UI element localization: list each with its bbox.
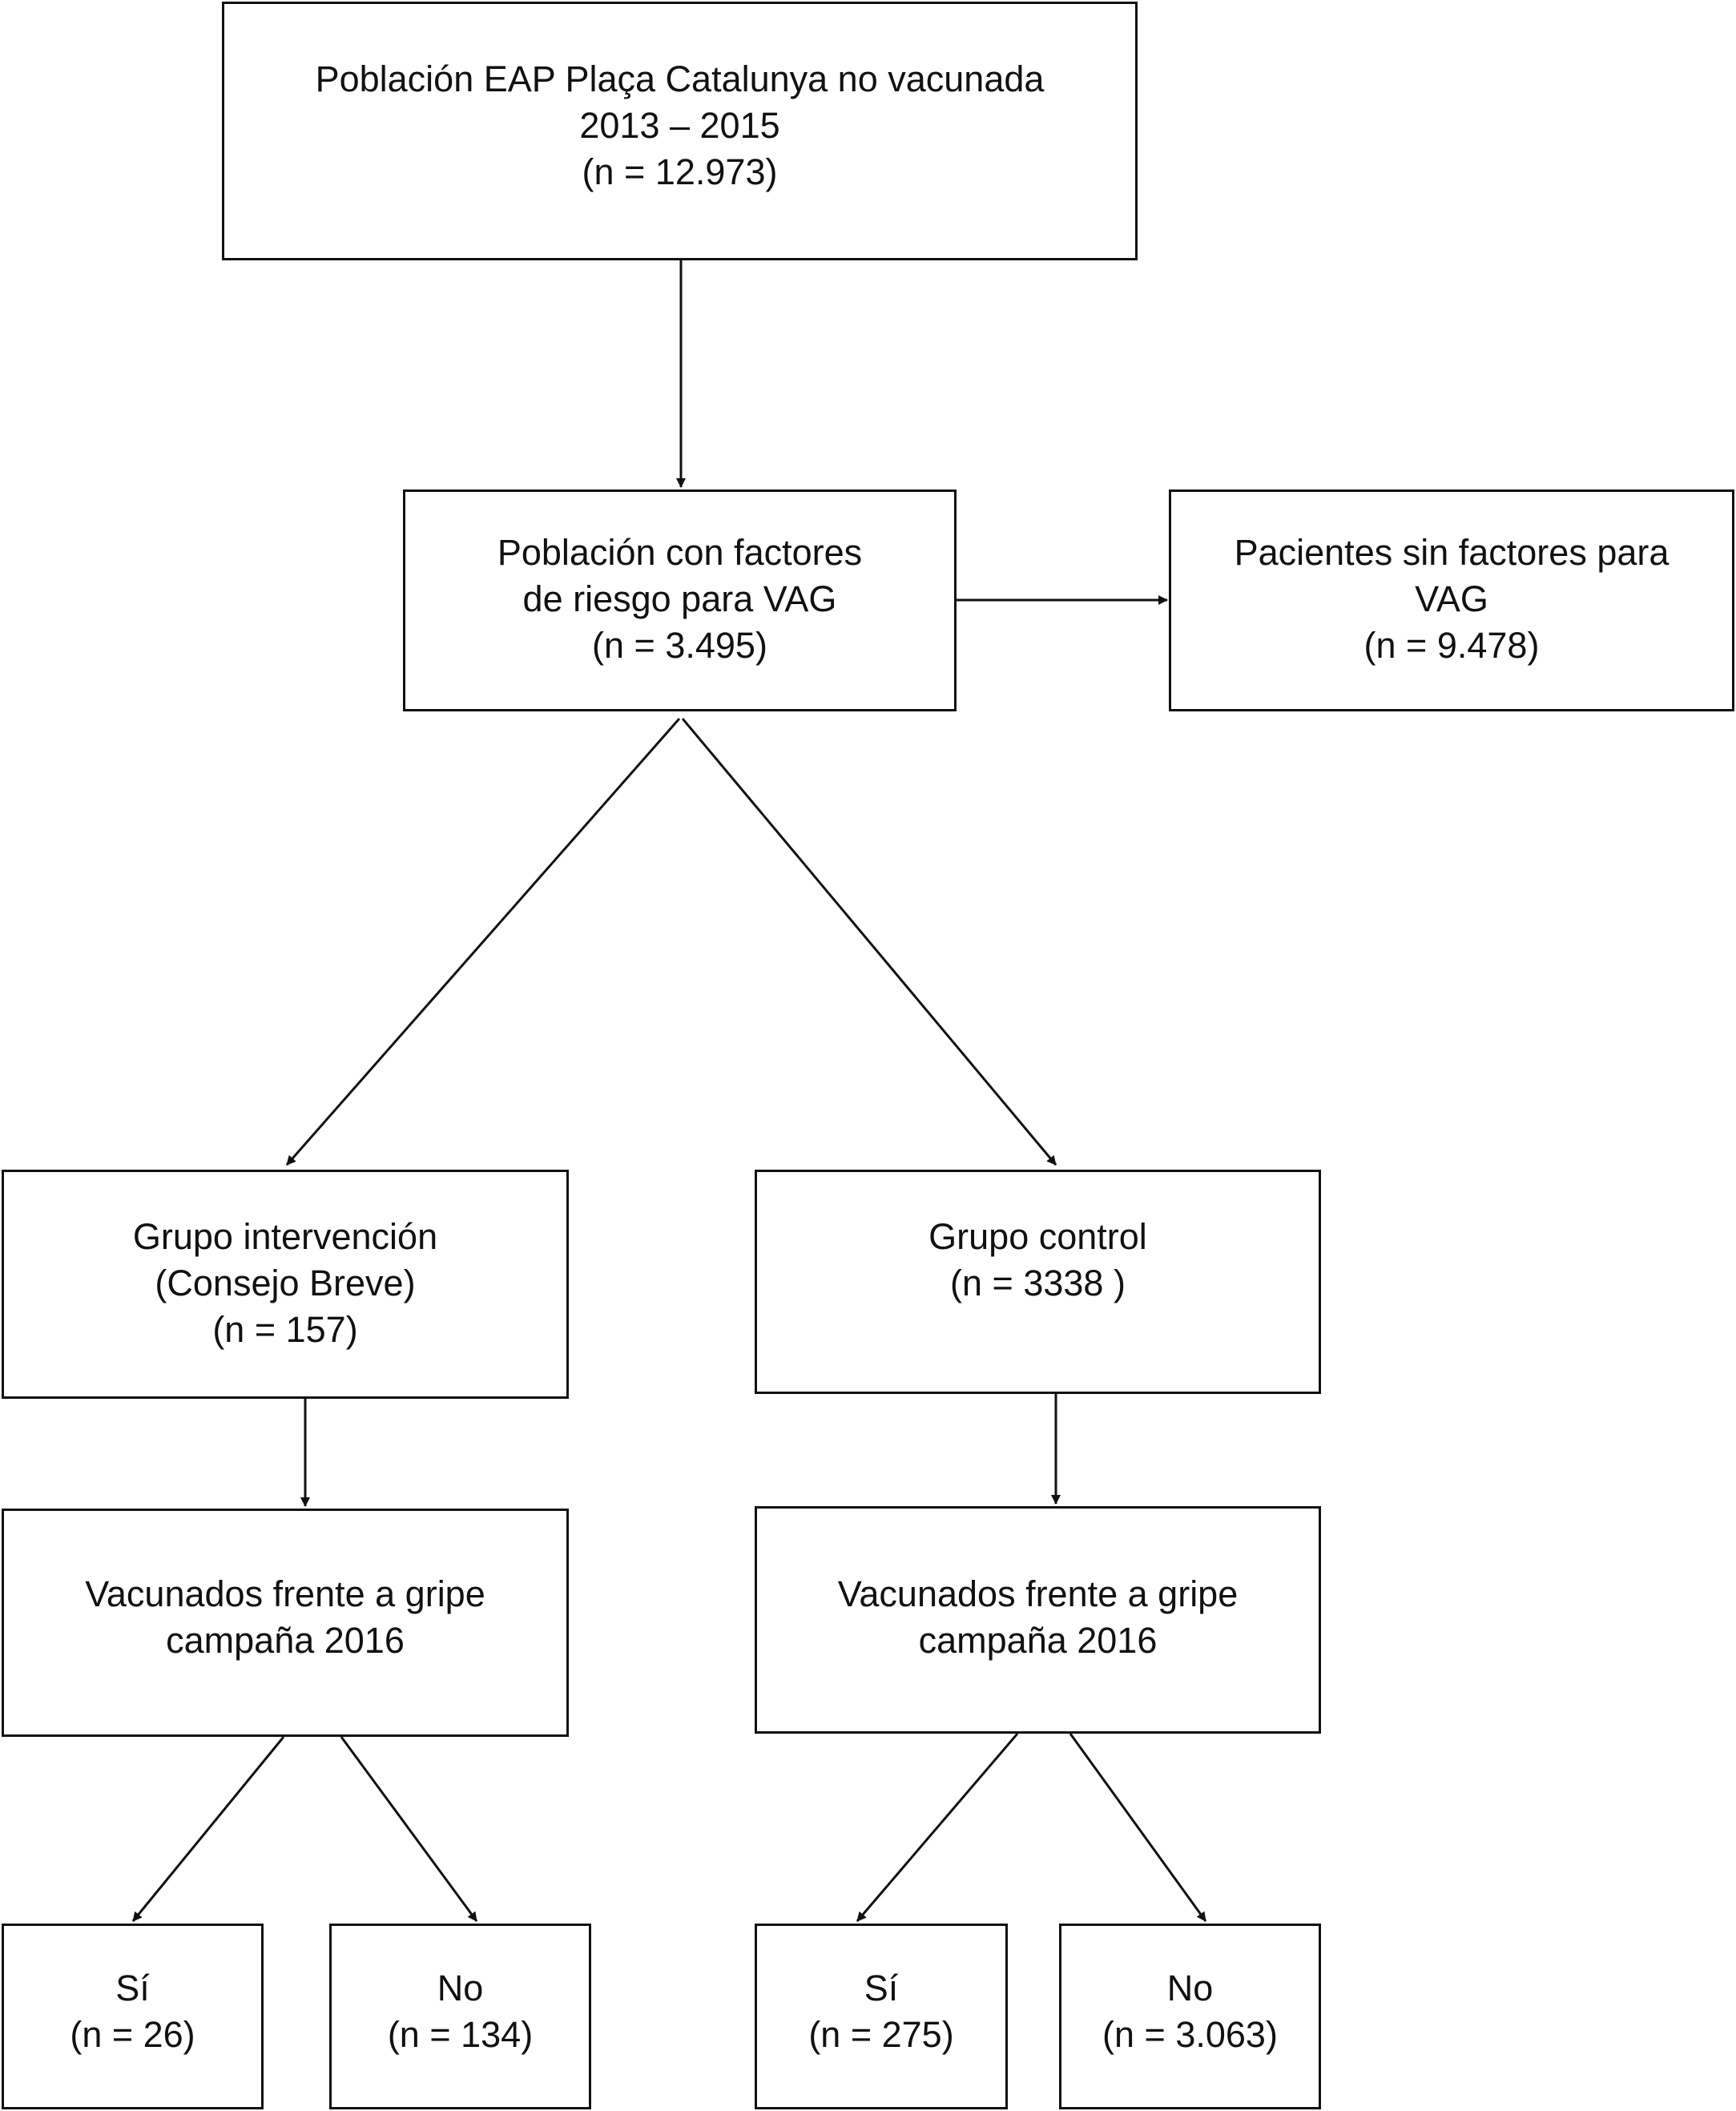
box-intervention-no: No (n = 134): [329, 1924, 591, 2109]
box-line: (n = 3.063): [1102, 2014, 1278, 2055]
box-control-group: Grupo control (n = 3338 ): [755, 1170, 1321, 1394]
box-line: Sí: [115, 1968, 150, 2008]
box-line: Vacunados frente a gripe: [837, 1573, 1239, 1614]
box-line: No: [437, 1968, 484, 2008]
box-intervention-group: Grupo intervención (Consejo Breve) (n = …: [2, 1170, 569, 1399]
box-line: (n = 134): [387, 2014, 534, 2055]
box-line: No: [1166, 1968, 1214, 2008]
arrow-int-vaccinated-to-no: [340, 1736, 478, 1922]
box-line: Vacunados frente a gripe: [85, 1573, 485, 1614]
box-line: 2013 – 2015: [579, 105, 780, 146]
arrow-int-vaccinated-to-yes: [131, 1736, 285, 1922]
box-line: (n = 3.495): [592, 625, 767, 666]
box-line: (Consejo Breve): [155, 1263, 416, 1303]
box-no-risk-factors: Pacientes sin factores para VAG (n = 9.4…: [1169, 489, 1734, 711]
box-intervention-vaccinated: Vacunados frente a gripe campaña 2016: [2, 1509, 569, 1737]
box-line: Grupo control: [928, 1216, 1147, 1257]
box-line: campaña 2016: [918, 1620, 1158, 1661]
box-line: Sí: [864, 1968, 899, 2008]
box-line: (n = 12.973): [582, 151, 778, 192]
arrow-ctrl-vaccinated-to-yes: [856, 1733, 1019, 1922]
box-line: campaña 2016: [166, 1620, 405, 1661]
box-line: Población con factores: [497, 532, 863, 573]
box-intervention-yes: Sí (n = 26): [2, 1924, 264, 2109]
box-control-yes: Sí (n = 275): [755, 1924, 1008, 2109]
box-risk-factor-population: Población con factores de riesgo para VA…: [403, 489, 957, 711]
box-total-population: Población EAP Plaça Catalunya no vacunad…: [222, 2, 1138, 260]
box-line: Pacientes sin factores para: [1234, 532, 1670, 573]
box-control-vaccinated: Vacunados frente a gripe campaña 2016: [755, 1506, 1321, 1734]
arrow-risk-to-control: [681, 718, 1057, 1166]
box-line: VAG: [1415, 578, 1488, 619]
arrow-risk-to-intervention: [285, 718, 681, 1166]
box-line: de riesgo para VAG: [522, 578, 837, 619]
box-control-no: No (n = 3.063): [1059, 1924, 1321, 2109]
box-line: (n = 9.478): [1363, 625, 1540, 666]
box-line: (n = 26): [70, 2014, 195, 2055]
arrow-ctrl-vaccinated-to-no: [1069, 1733, 1207, 1922]
box-line: Grupo intervención: [132, 1216, 438, 1257]
box-line: Población EAP Plaça Catalunya no vacunad…: [315, 58, 1045, 99]
box-line: (n = 157): [212, 1309, 358, 1350]
box-line: (n = 275): [808, 2014, 954, 2055]
box-line: (n = 3338 ): [950, 1263, 1126, 1303]
